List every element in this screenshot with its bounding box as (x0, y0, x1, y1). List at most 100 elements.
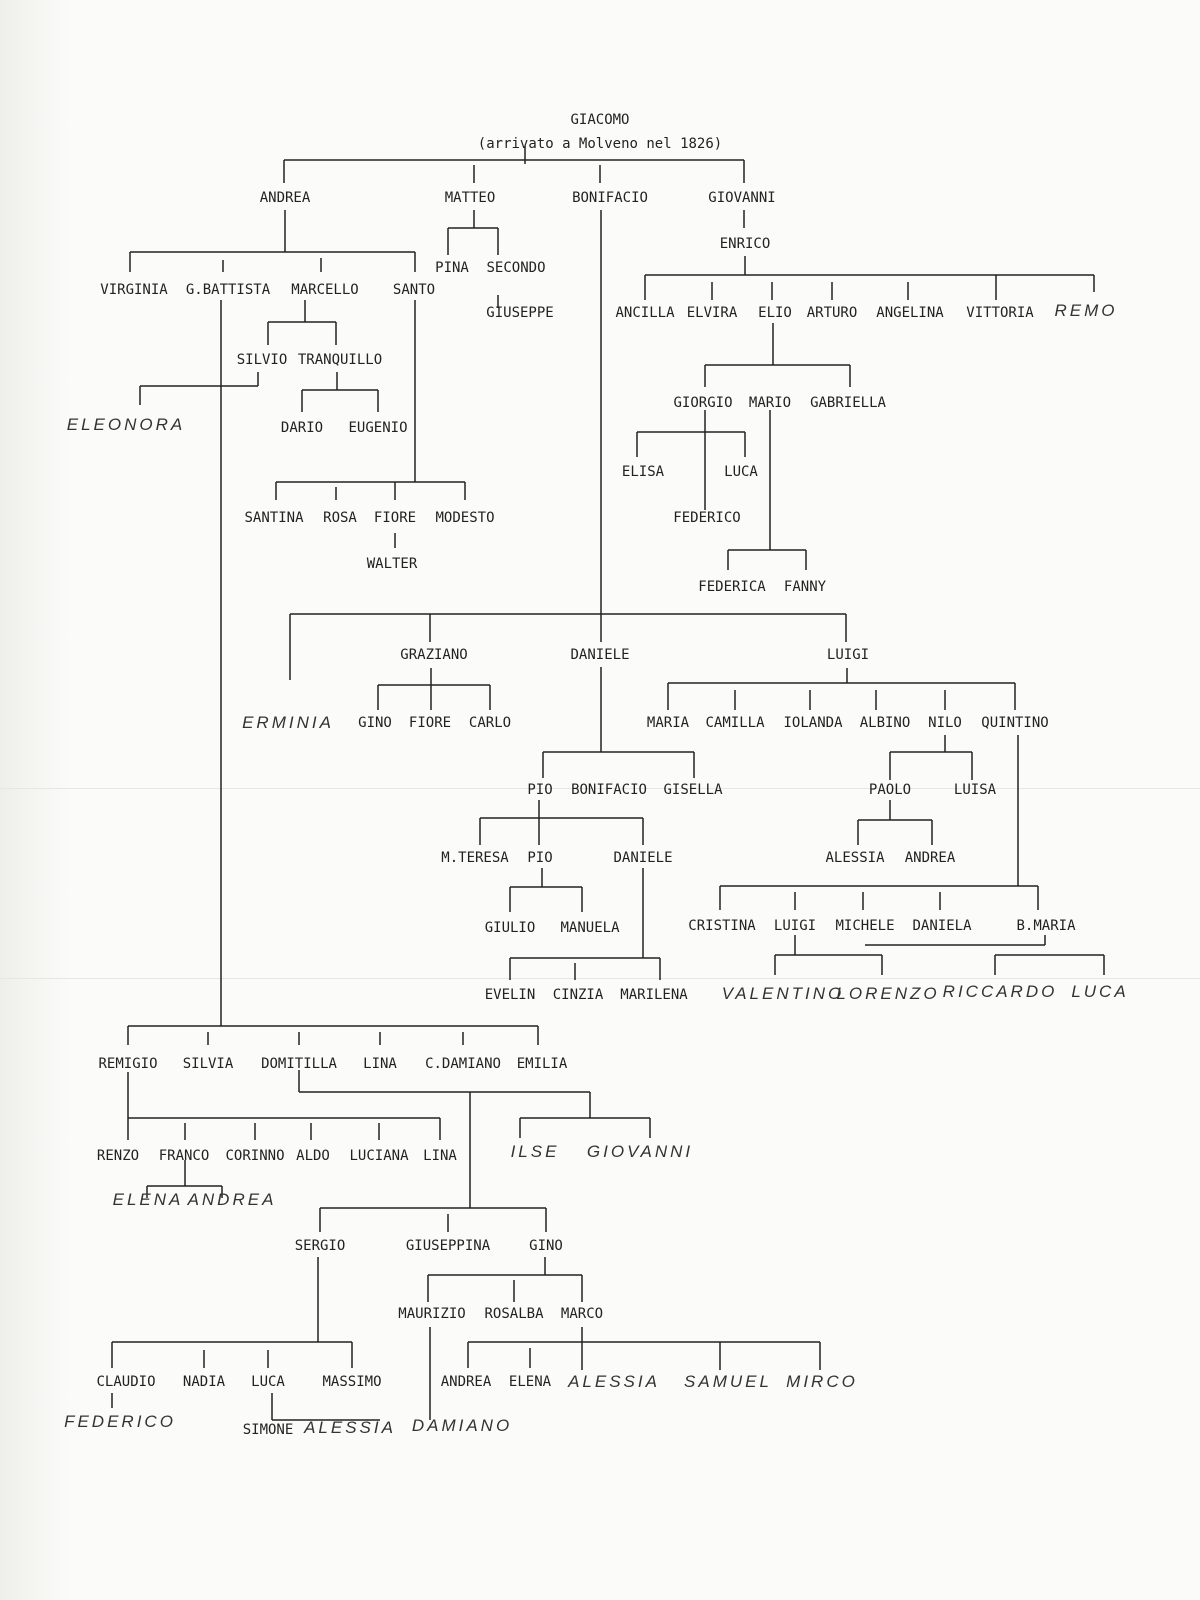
person-node: EUGENIO (348, 420, 408, 436)
person-node: FEDERICO (673, 510, 741, 526)
person-node: EMILIA (516, 1056, 568, 1072)
person-node: MICHELE (835, 918, 895, 934)
person-node: PIO (527, 850, 553, 866)
person-node: MARIO (748, 395, 792, 411)
person-node: CRISTINA (688, 918, 756, 934)
person-node: SERGIO (294, 1238, 346, 1254)
tree-root-heading: GIACOMO (arrivato a Molveno nel 1826) (478, 108, 722, 156)
person-node: LUIGI (826, 647, 870, 663)
person-node: LUCA (1071, 982, 1129, 1001)
person-node: GISELLA (663, 782, 723, 798)
person-node: SAMUEL (684, 1372, 772, 1391)
person-node: EVELIN (484, 987, 536, 1003)
person-node: C.DAMIANO (425, 1056, 501, 1072)
person-node: SILVIA (182, 1056, 234, 1072)
person-node: CAMILLA (705, 715, 765, 731)
person-node: GIULIO (484, 920, 536, 936)
person-node: SIMONE (242, 1422, 294, 1438)
person-node: TRANQUILLO (297, 352, 383, 368)
person-node: REMO (1054, 301, 1118, 320)
person-node: LINA (363, 1056, 397, 1072)
person-node: ELISA (621, 464, 665, 480)
person-node: GINO (358, 715, 392, 731)
person-node: ANDREA (904, 850, 956, 866)
person-node: LINA (423, 1148, 457, 1164)
person-node: SANTINA (244, 510, 304, 526)
person-node: BONIFACIO (572, 190, 648, 206)
person-node: CLAUDIO (96, 1374, 156, 1390)
root-note: (arrivato a Molveno nel 1826) (477, 136, 723, 152)
person-node: GIORGIO (673, 395, 733, 411)
person-node: LUIGI (773, 918, 817, 934)
person-node: CORINNO (225, 1148, 285, 1164)
person-node: DAMIANO (411, 1416, 513, 1435)
person-node: RICCARDO (942, 982, 1058, 1001)
person-node: LUCA (724, 464, 758, 480)
person-node: BONIFACIO (571, 782, 647, 798)
person-node: ERMINIA (242, 713, 334, 732)
person-node: ALESSIA (568, 1372, 660, 1391)
person-node: VIRGINIA (100, 282, 168, 298)
person-node: GIOVANNI (708, 190, 776, 206)
person-node: DANIELE (613, 850, 673, 866)
person-node: FIORE (408, 715, 452, 731)
person-node: ANDREA (259, 190, 311, 206)
person-node: GIUSEPPINA (405, 1238, 491, 1254)
person-node: LUCA (251, 1374, 285, 1390)
person-node: VITTORIA (966, 305, 1034, 321)
person-node: MARILENA (620, 987, 688, 1003)
person-node: PIO (527, 782, 553, 798)
person-node: LUISA (953, 782, 997, 798)
page-shadow-edge (0, 0, 70, 1600)
person-node: NADIA (182, 1374, 226, 1390)
person-node: ALESSIA (825, 850, 885, 866)
person-node: FRANCO (158, 1148, 210, 1164)
person-node: ANGELINA (876, 305, 944, 321)
person-node: GIOVANNI (586, 1142, 694, 1161)
person-node: ILSE (510, 1142, 560, 1161)
person-node: FEDERICA (698, 579, 766, 595)
person-node: ELIO (758, 305, 792, 321)
person-node: PAOLO (868, 782, 912, 798)
person-node: ALBINO (859, 715, 911, 731)
paper-fold (0, 978, 1200, 979)
person-node: G.BATTISTA (185, 282, 271, 298)
person-node: ELENA (508, 1374, 552, 1390)
person-node: SECONDO (486, 260, 546, 276)
person-node: MODESTO (435, 510, 495, 526)
person-node: SILVIO (236, 352, 288, 368)
person-node: ALDO (296, 1148, 330, 1164)
person-node: MARCO (560, 1306, 604, 1322)
person-node: RENZO (96, 1148, 140, 1164)
paper-fold (0, 788, 1200, 789)
person-node: PINA (435, 260, 469, 276)
person-node: QUINTINO (981, 715, 1049, 731)
person-node: DANIELE (570, 647, 630, 663)
person-node: ANCILLA (615, 305, 675, 321)
person-node: ALESSIA (304, 1418, 396, 1437)
person-node: SANTO (392, 282, 436, 298)
person-node: MARCELLO (291, 282, 359, 298)
person-node: M.TERESA (441, 850, 509, 866)
person-node: ELVIRA (686, 305, 738, 321)
person-node: GRAZIANO (400, 647, 468, 663)
person-node: MATTEO (444, 190, 496, 206)
person-node: ELEONORA (66, 415, 186, 434)
person-node: WALTER (366, 556, 418, 572)
person-node: CARLO (468, 715, 512, 731)
person-node: ROSALBA (484, 1306, 544, 1322)
person-node: LUCIANA (349, 1148, 409, 1164)
person-node: FIORE (373, 510, 417, 526)
person-node: DANIELA (912, 918, 972, 934)
person-node: REMIGIO (98, 1056, 158, 1072)
person-node: CINZIA (552, 987, 604, 1003)
root-name: GIACOMO (570, 112, 630, 128)
person-node: FANNY (783, 579, 827, 595)
person-node: GABRIELLA (810, 395, 886, 411)
person-node: VALENTINO (721, 984, 845, 1003)
person-node: DARIO (280, 420, 324, 436)
person-node: MAURIZIO (398, 1306, 466, 1322)
person-node: MIRCO (786, 1372, 858, 1391)
person-node: ARTURO (806, 305, 858, 321)
